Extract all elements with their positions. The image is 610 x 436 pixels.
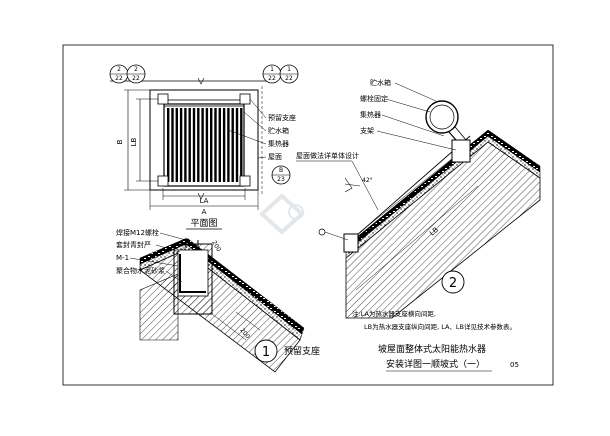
ref-tr-den: 22 (268, 75, 276, 82)
ref-tl-num: 2 (117, 66, 121, 73)
d1-number-circle (254, 339, 278, 363)
d1-caption: 预留支座 (284, 345, 320, 357)
d2-label-2: 集热器 (360, 110, 381, 119)
d1-label-1: 套封青封严 (116, 240, 151, 249)
plan-dim-lb: LB (130, 137, 138, 146)
d1-dim-short: 200 (210, 240, 222, 254)
collector-tube (179, 108, 183, 182)
d2-number-circle (441, 270, 465, 294)
collector-tube (227, 108, 230, 182)
ref-tl2-num: 2 (134, 66, 138, 73)
collector-tube (184, 108, 187, 182)
collector-tube (171, 108, 174, 182)
d2-dim-lb: LB (428, 226, 440, 238)
title-line-2: 安装详图一顺坡式（一） (386, 358, 485, 370)
d2-label-0: 贮水箱 (370, 78, 391, 87)
plan-view: 2 22 2 22 1 22 1 22 (109, 64, 299, 230)
plan-label-0: 预留支座 (268, 113, 296, 122)
collector-tubes (167, 108, 243, 182)
collector-tube (210, 108, 213, 182)
ref-tl2-den: 22 (132, 75, 140, 82)
d1-number: 1 (262, 345, 270, 360)
plan-ref-tl2: 2 22 (126, 64, 146, 84)
collector-tube (235, 108, 239, 182)
collector-tube (167, 108, 170, 182)
collector-tube (218, 108, 221, 182)
detail-2: 贮水箱 螺栓固定 集热器 支架 屋面做法详单体设计 42° LB 2 (296, 78, 541, 319)
collector-tube (222, 108, 226, 182)
d2-angle: 42° (362, 177, 373, 184)
detail-1: 焊接M12螺栓 套封青封严 M-1 聚合物水泥砂浆 200 200 1 预留支座 (116, 228, 320, 373)
collector-tube (231, 108, 234, 182)
plan-label-3: 屋面 (268, 153, 282, 161)
plan-ref-tr2: 1 22 (279, 64, 299, 84)
plan-title: 平面图 (190, 218, 217, 229)
note-line-0: 注:LA为热水器支座横向间距, (352, 309, 436, 318)
ref-br-num: B (279, 167, 283, 174)
collector-tube (188, 108, 191, 182)
plan-dim-la: LA (200, 197, 209, 205)
collector-tube (205, 108, 209, 182)
watermark-logo (259, 193, 305, 235)
d1-label-3: 聚合物水泥砂浆 (116, 266, 165, 275)
support-bl (157, 175, 169, 187)
d1-label-2: M-1 (116, 254, 129, 262)
d2-roof-note: 屋面做法详单体设计 (296, 151, 359, 160)
plan-ref-tl: 2 22 (109, 64, 129, 84)
support-tr (239, 93, 251, 105)
plan-dim-a: A (202, 208, 207, 216)
plan-label-2: 集热器 (268, 139, 289, 148)
support-br (239, 175, 251, 187)
support-tl (157, 93, 169, 105)
plan-label-1: 贮水箱 (268, 126, 289, 135)
ref-tr-num: 1 (270, 66, 274, 73)
sheet-frame (62, 44, 554, 386)
plan-ref-tr: 1 22 (262, 64, 282, 84)
water-tank (425, 100, 459, 134)
title-block: 坡屋面整体式太阳能热水器 安装详图一顺坡式（一） 05 (378, 343, 519, 372)
ref-tl-den: 22 (115, 75, 123, 82)
ref-tr2-num: 1 (287, 66, 291, 73)
ref-tr2-den: 22 (285, 75, 293, 82)
collector-tube (201, 108, 204, 182)
notes: 注:LA为热水器支座横向间距, LB为热水器支座纵向间距, LA、LB详见技术参… (352, 309, 516, 331)
collector-tube (240, 108, 243, 182)
collector-tube (214, 108, 217, 182)
d2-number: 2 (449, 276, 457, 291)
title-line-1: 坡屋面整体式太阳能热水器 (378, 343, 486, 355)
d1-label-0: 焊接M12螺栓 (116, 228, 159, 237)
plan-dim-b: B (116, 139, 124, 144)
title-page: 05 (510, 361, 519, 369)
collector-tube (192, 108, 196, 182)
d2-label-3: 支架 (360, 126, 374, 135)
collector-tube (197, 108, 200, 182)
d2-label-1: 螺栓固定 (360, 94, 388, 103)
plan-ref-br: B 23 (271, 165, 291, 185)
ref-br-den: 23 (277, 176, 285, 183)
collector-tube (175, 108, 178, 182)
note-line-1: LB为热水器支座纵向间距, LA、LB详见技术参数表。 (364, 322, 516, 331)
